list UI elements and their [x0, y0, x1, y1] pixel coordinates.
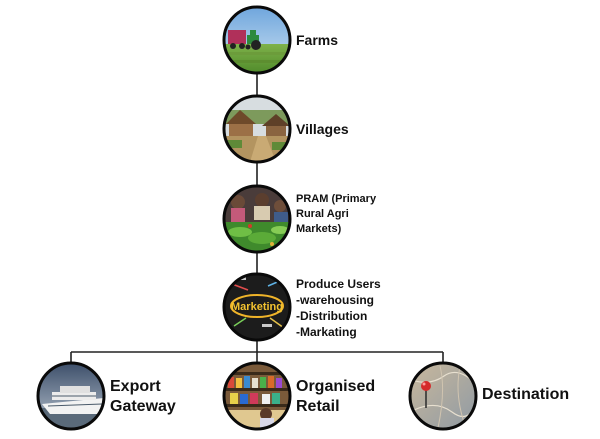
export-gateway-label: Export Gateway [110, 377, 176, 417]
produce-users-line-1: Produce Users [296, 277, 381, 291]
farms-label-text: Farms [296, 32, 339, 48]
organised-retail-circle [222, 361, 292, 431]
organised-retail-line-1: Organised [296, 378, 376, 395]
pram-circle [222, 184, 292, 254]
organised-retail-line-2: Retail [296, 398, 340, 415]
destination-label-text: Destination [482, 386, 570, 403]
pram-label-line-1: PRAM (Primary [296, 193, 377, 205]
vegetable-market-photo [224, 186, 290, 252]
cruise-ship-photo [38, 363, 104, 429]
produce-users-line-2: -warehousing [296, 293, 375, 307]
produce-users-label: Produce Users -warehousing -Distribution… [296, 276, 381, 340]
export-gateway-circle [36, 361, 106, 431]
pram-label-line-3: Markets) [296, 223, 342, 235]
marketing-chalkboard-photo [224, 274, 290, 340]
destination-label: Destination [482, 386, 569, 404]
destination-circle [408, 361, 478, 431]
farms-circle [222, 5, 292, 75]
pram-label: PRAM (Primary Rural Agri Markets) [296, 192, 376, 237]
marketing-badge-text: Marketing [231, 301, 283, 313]
produce-users-line-3: -Distribution [296, 309, 368, 323]
produce-users-line-4: -Markating [296, 325, 357, 339]
villages-circle [222, 94, 292, 164]
farms-label: Farms [296, 32, 338, 48]
export-gateway-line-1: Export [110, 378, 161, 395]
villages-label: Villages [296, 121, 349, 137]
organised-retail-label: Organised Retail [296, 377, 375, 417]
export-gateway-line-2: Gateway [110, 398, 176, 415]
villages-label-text: Villages [296, 121, 349, 137]
connectors [70, 73, 444, 363]
pram-label-line-2: Rural Agri [296, 208, 349, 220]
produce-users-circle [222, 272, 292, 342]
